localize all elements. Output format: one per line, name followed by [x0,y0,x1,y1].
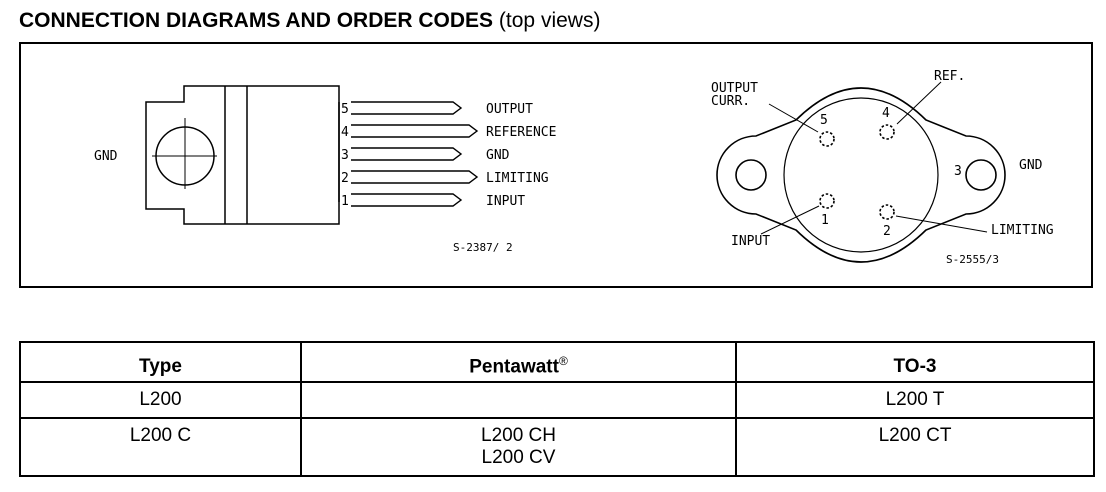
to3-pin-2: 2 [883,224,891,239]
pentawatt-code-1: L200 CH [481,425,556,446]
pin-2-label: LIMITING [486,171,549,186]
pin-3-label: GND [486,148,510,163]
to3-limiting-label: LIMITING [991,223,1054,238]
table-row: L200 C L200 CH L200 CV L200 CT [19,417,1095,477]
to3-output-curr-label-line2: CURR. [711,94,750,109]
pin-2-number: 2 [341,171,349,186]
pentawatt-code-2: L200 CV [481,447,556,468]
to3-input-label: INPUT [731,234,770,249]
heading-subtitle: (top views) [498,9,601,32]
cell-type: L200 C [19,417,302,477]
section-heading: CONNECTION DIAGRAMS AND ORDER CODES (top… [19,9,600,33]
header-pentawatt: Pentawatt® [300,341,737,383]
table-header-row: Type Pentawatt® TO-3 [19,341,1095,383]
header-type: Type [19,341,302,383]
pin-1-label: INPUT [486,194,525,209]
pin-5-label: OUTPUT [486,102,533,117]
order-codes-table: Type Pentawatt® TO-3 L200 L200 T L200 C … [19,341,1095,477]
cell-pentawatt [300,381,737,419]
header-to3: TO-3 [735,341,1095,383]
pin-5-number: 5 [341,102,349,117]
to3-gnd-label: GND [1019,158,1043,173]
to3-pin-5: 5 [820,113,828,128]
pentawatt-package [145,85,340,225]
pin-1-number: 1 [341,194,349,209]
pentawatt-gnd-label: GND [94,149,118,164]
cell-to3: L200 T [735,381,1095,419]
pentawatt-drawing-code: S-2387/ 2 [453,241,513,254]
to3-drawing-code: S-2555/3 [946,253,999,266]
to3-package [716,81,1006,263]
to3-pin-4: 4 [882,106,890,121]
diagram-drawing: GND 5 4 3 2 1 OUTPUT REFERENCE GND LIMIT… [94,69,1054,266]
to3-pin-3: 3 [954,164,962,179]
cell-to3: L200 CT [735,417,1095,477]
heading-title: CONNECTION DIAGRAMS AND ORDER CODES [19,9,494,32]
cell-pentawatt: L200 CH L200 CV [300,417,737,477]
table-row: L200 L200 T [19,381,1095,419]
to3-output-curr-label-line1: OUTPUT [711,81,758,96]
registered-mark: ® [558,353,568,368]
pentawatt-pins [351,101,479,207]
to3-pin-1: 1 [821,213,829,228]
pin-4-number: 4 [341,125,349,140]
pin-4-label: REFERENCE [486,125,556,140]
connection-diagrams: GND 5 4 3 2 1 OUTPUT REFERENCE GND LIMIT… [19,42,1093,288]
to3-ref-label: REF. [934,69,965,84]
cell-type: L200 [19,381,302,419]
pin-3-number: 3 [341,148,349,163]
